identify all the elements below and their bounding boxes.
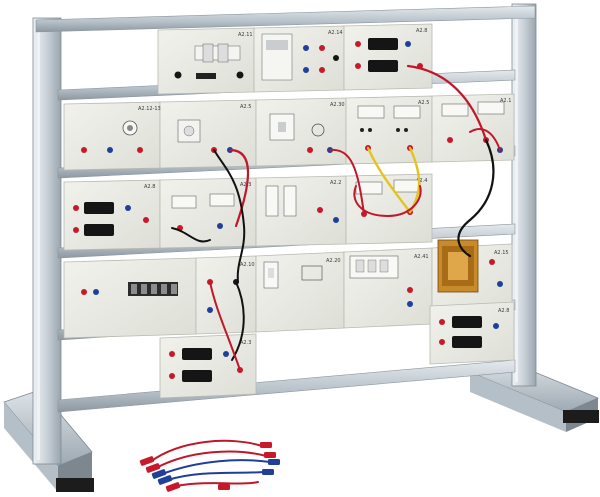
module-label: A2.20 — [326, 258, 341, 264]
loose-test-leads — [149, 439, 271, 487]
module-label: A2.3 — [240, 182, 251, 188]
module-label: A2.12-13 — [138, 106, 161, 112]
row3-panels: A2.8 A2.3 A2.2 A2.4 — [63, 173, 433, 251]
module-label: A2.11 — [238, 32, 253, 38]
module-label: A2.5 — [418, 100, 429, 106]
module-label: A2.41 — [414, 254, 429, 260]
patch-wires — [171, 64, 501, 371]
module-label: A2.30 — [330, 102, 345, 108]
module-label: A2.10 — [240, 262, 255, 268]
module-label: A2.3 — [240, 340, 251, 346]
row2-panels: A2.12-13 A2.5 A2.30 A2.5 A2.1 — [63, 93, 515, 171]
module-label: A2.8 — [144, 184, 155, 190]
module-label: A2.15 — [494, 250, 509, 256]
module-label: A2.8 — [498, 308, 509, 314]
lead-plugs — [139, 442, 280, 492]
row1-panels: A2.11 A2.14 A2.8 — [157, 23, 433, 95]
module-label: A2.5 — [240, 104, 251, 110]
module-label: A2.14 — [328, 30, 343, 36]
module-label: A2.4 — [416, 178, 427, 184]
module-label: A2.1 — [500, 98, 511, 104]
module-label: A2.8 — [416, 28, 427, 34]
module-label: A2.2 — [330, 180, 341, 186]
